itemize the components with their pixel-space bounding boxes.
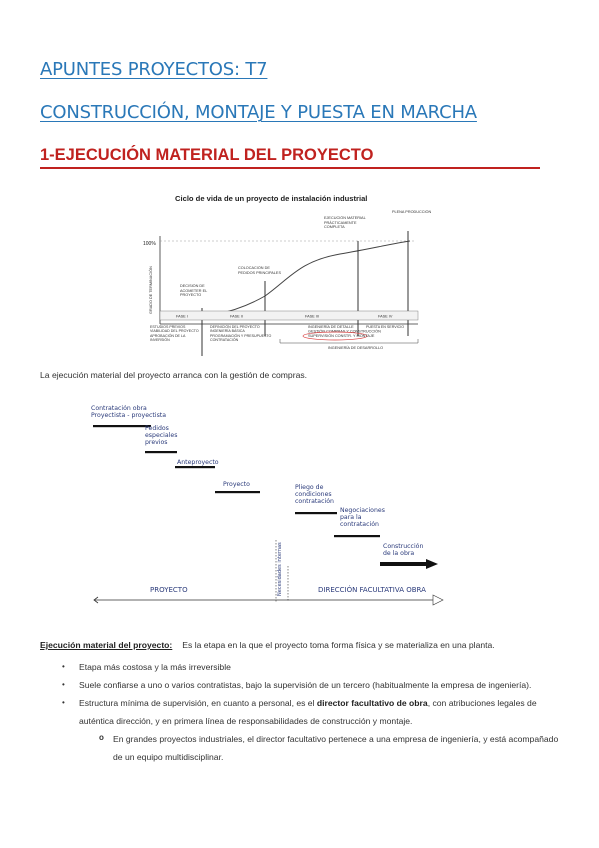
lifecycle-diagram: Ciclo de vida de un proyecto de instalac… (143, 194, 431, 356)
callout-ejecucion: EJECUCIÓN MATERIAL PRÁCTICAMENTE COMPLET… (324, 216, 366, 229)
phase-band (159, 310, 419, 321)
timeline-arrow-left (93, 596, 99, 604)
task-anteproyecto-bar (175, 466, 215, 469)
task-pedidos-label: Pedidos especiales previos (145, 425, 177, 446)
label-fase3b: GESTIÓN COMPRAS Y CONSTRUCCIÓN (308, 329, 381, 334)
definition-line: Ejecución material del proyecto: Es la et… (40, 640, 495, 650)
label-proyecto-phase: PROYECTO (150, 586, 188, 594)
label-direccion-phase: DIRECCIÓN FACULTATIVA OBRA (318, 585, 426, 594)
task-pedidos-bar (145, 451, 177, 454)
phase-1: FASE I (176, 315, 188, 319)
director-term: director facultativo de obra (316, 698, 428, 708)
lifecycle-ylabel-pct: 100% (143, 241, 156, 247)
phase-4: FASE IV (378, 315, 393, 319)
sub-bullet-list: En grandes proyectos industriales, el di… (79, 729, 562, 766)
task-construccion-bar (380, 562, 426, 566)
bullet-item: Suele confiarse a uno o varios contratis… (62, 676, 562, 694)
task-anteproyecto-label: Anteproyecto (177, 459, 219, 466)
document-subtitle: CONSTRUCCIÓN, MONTAJE Y PUESTA EN MARCHA (40, 102, 477, 123)
document-title: APUNTES PROYECTOS: T7 (40, 59, 268, 80)
milestone-label: Necesidades internas (277, 542, 283, 596)
label-fase1: ESTUDIOS PREVIOS VIABILIDAD DEL PROYECTO… (150, 325, 199, 342)
task-contratacion-label: Contratación obra Proyectista - proyecti… (91, 405, 166, 419)
callout-colocacion: COLOCACIÓN DE PEDIDOS PRINCIPALES (238, 266, 281, 275)
intro-paragraph: La ejecución material del proyecto arran… (40, 370, 308, 380)
sequence-diagram: Contratación obra Proyectista - proyecti… (91, 405, 444, 606)
definition-text: Es la etapa en la que el proyecto toma f… (182, 640, 495, 650)
label-fase3c: SUPERVISIÓN CONSTR. Y MONTAJE (308, 333, 375, 338)
supervision-highlight (302, 331, 368, 341)
task-proyecto-bar (215, 491, 260, 494)
task-pliego-bar (295, 512, 337, 515)
timeline-arrow-right (432, 594, 444, 606)
phase-3: FASE III (305, 315, 319, 319)
task-proyecto-label: Proyecto (223, 481, 250, 488)
construccion-arrowhead (426, 559, 438, 569)
section-heading-rule (40, 167, 540, 169)
label-desarrollo: INGENIERÍA DE DESARROLLO (328, 346, 383, 350)
task-contratacion-bar (93, 425, 151, 428)
lifecycle-ylabel: GRADO DE TERMINACIÓN (148, 266, 153, 314)
label-fase4: PUESTA EN SERVICIO (366, 325, 404, 329)
bullet-item: Estructura mínima de supervisión, en cua… (62, 694, 562, 766)
task-pliego-label: Pliego de condiciones contratación (295, 484, 334, 505)
sub-bullet-item: En grandes proyectos industriales, el di… (79, 729, 562, 766)
label-fase3a: INGENIERÍA DE DETALLE (308, 325, 354, 329)
label-fase2: DEFINICIÓN DEL PROYECTO INGENIERÍA BÁSIC… (210, 325, 271, 342)
definition-lead: Ejecución material del proyecto: (40, 640, 173, 650)
bullet-list: Etapa más costosa y la más irreversible … (62, 658, 562, 766)
callout-decision: DECISIÓN DE ACOMETER EL PROYECTO (180, 284, 207, 297)
phase-2: FASE II (230, 315, 243, 319)
task-negociaciones-label: Negociaciones para la contratación (340, 507, 385, 528)
task-construccion-label: Construcción de la obra (383, 543, 423, 557)
callout-plena: PLENA PRODUCCIÓN (392, 210, 431, 214)
bullet-item: Etapa más costosa y la más irreversible (62, 658, 562, 676)
section-heading: 1-EJECUCIÓN MATERIAL DEL PROYECTO (40, 146, 374, 164)
lifecycle-title: Ciclo de vida de un proyecto de instalac… (175, 194, 367, 203)
task-negociaciones-bar (334, 535, 380, 538)
